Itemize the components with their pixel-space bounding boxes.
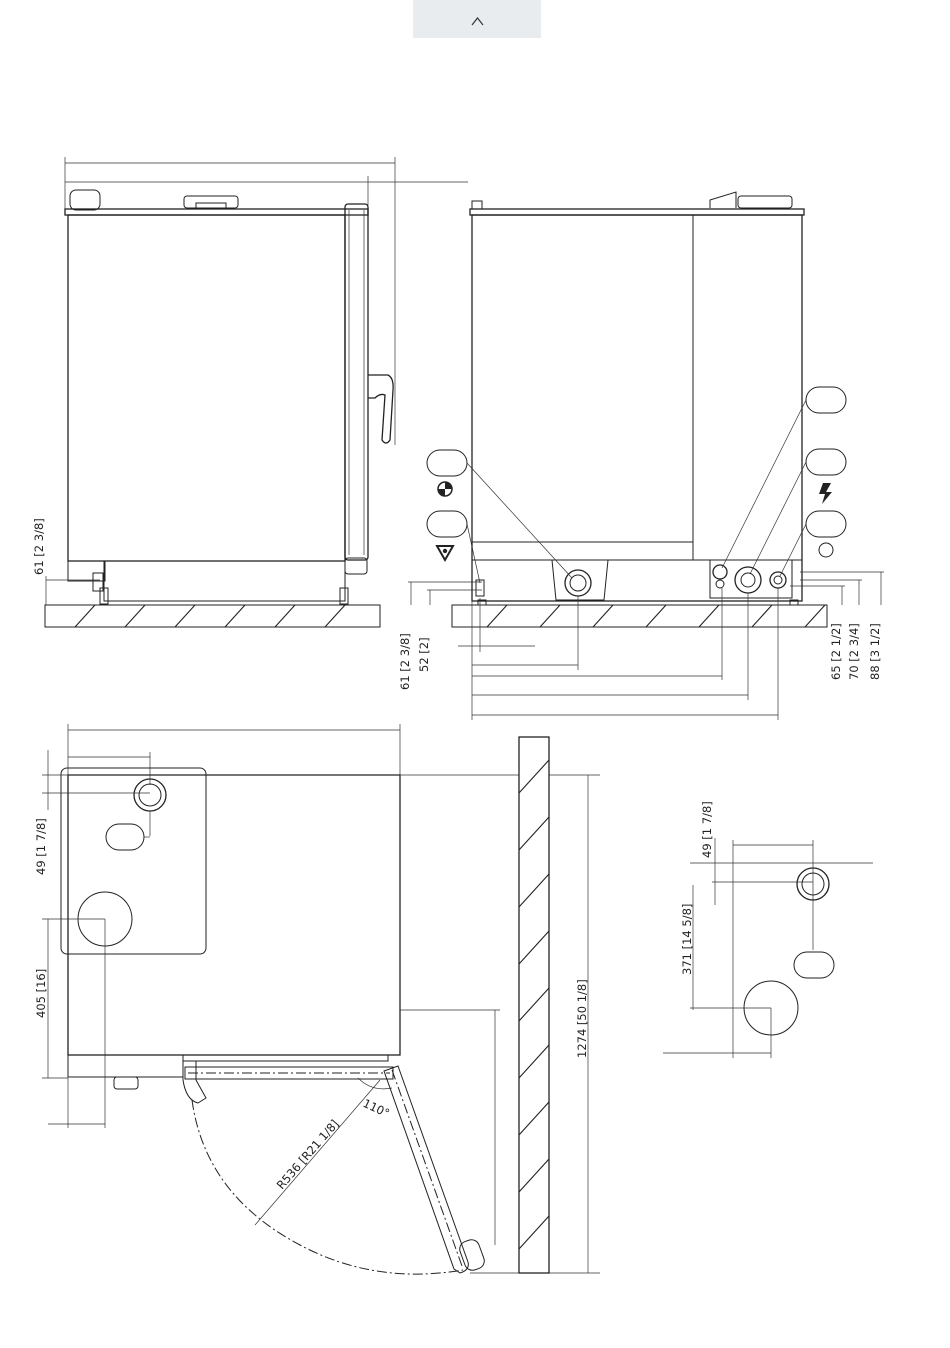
detail-offset-49-dimension: 49 [1 7/8] [700,801,714,858]
door-angle-dimension: 110° [361,1096,392,1120]
rear-view: 61 [2 3/8] 52 [2] 65 [2 1/2] 70 [2 3/4] … [398,192,884,720]
door-radius-dimension: R536 [R21 1/8] [274,1117,342,1192]
lightning-icon [819,483,832,504]
rear-conn-88-dimension: 88 [3 1/2] [868,623,882,680]
water-droplet-icon [438,482,452,496]
rear-conn-70-dimension: 70 [2 3/4] [847,623,861,680]
rear-drain-dimension: 52 [2] [417,637,431,672]
detail-offset-371-dimension: 371 [14 5/8] [680,904,694,975]
plan-depth-dimension: 1274 [50 1/8] [575,979,589,1058]
drain-triangle-icon [437,546,453,560]
plan-view: 49 [1 7/8] 405 [16] R536 [R21 1/8] 110° … [34,724,600,1274]
circle-icon [819,543,833,557]
plan-offset-49-dimension: 49 [1 7/8] [34,818,48,875]
side-foot-dimension: 61 [2 3/8] [32,518,46,575]
rear-conn-65-dimension: 65 [2 1/2] [829,623,843,680]
rear-foot-dimension: 61 [2 3/8] [398,633,412,690]
plan-offset-405-dimension: 405 [16] [34,969,48,1018]
detail-view: 49 [1 7/8] 371 [14 5/8] [663,801,873,1058]
side-view: 61 [2 3/8] [32,157,468,627]
